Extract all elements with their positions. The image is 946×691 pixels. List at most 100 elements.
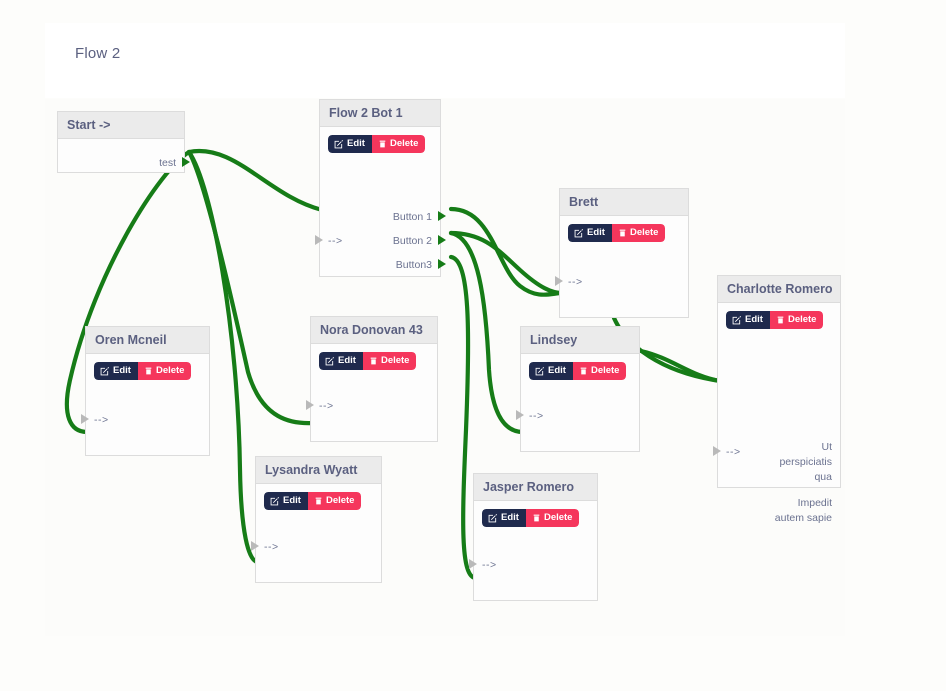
- input-port-oren[interactable]: -->: [94, 414, 109, 426]
- edit-button-label: Edit: [548, 365, 566, 377]
- trash-icon: [314, 496, 323, 506]
- output-port-flow2bot1-1[interactable]: Button 2: [392, 235, 432, 247]
- output-port-flow2bot1-0[interactable]: Button 1: [392, 211, 432, 223]
- node-title-charlotte: Charlotte Romero: [718, 276, 840, 303]
- output-port-flow2bot1-2[interactable]: Button3: [395, 259, 432, 271]
- delete-button-flow2bot1[interactable]: Delete: [371, 135, 426, 153]
- delete-button-label: Delete: [155, 365, 185, 377]
- edit-button-lysandra[interactable]: Edit: [264, 492, 308, 510]
- pencil-square-icon: [574, 228, 584, 238]
- edit-button-label: Edit: [745, 314, 763, 326]
- page-title: Flow 2: [75, 45, 121, 62]
- node-body-brett: Edit Delete -->: [560, 216, 688, 318]
- pencil-square-icon: [270, 496, 280, 506]
- node-flow2bot1[interactable]: Flow 2 Bot 1 Edit Delete --> Button 1 Button …: [319, 99, 441, 277]
- output-arrow-flow2bot1-2: [438, 259, 446, 269]
- edit-button-nora[interactable]: Edit: [319, 352, 363, 370]
- node-title-start: Start ->: [58, 112, 184, 139]
- pencil-square-icon: [334, 139, 344, 149]
- input-arrow-oren: [81, 414, 89, 424]
- node-actions-brett: Edit Delete: [568, 224, 666, 242]
- edit-button-brett[interactable]: Edit: [568, 224, 612, 242]
- output-arrow-start-0: [182, 157, 190, 167]
- trash-icon: [776, 315, 785, 325]
- node-actions-jasper: Edit Delete: [482, 509, 580, 527]
- edit-button-jasper[interactable]: Edit: [482, 509, 526, 527]
- node-title-flow2bot1: Flow 2 Bot 1: [320, 100, 440, 127]
- node-actions-lindsey: Edit Delete: [529, 362, 627, 380]
- node-body-lysandra: Edit Delete -->: [256, 484, 381, 583]
- edit-button-label: Edit: [113, 365, 131, 377]
- delete-button-label: Delete: [325, 495, 355, 507]
- node-body-oren: Edit Delete -->: [86, 354, 209, 456]
- input-port-lindsey[interactable]: -->: [529, 410, 544, 422]
- edit-button-charlotte[interactable]: Edit: [726, 311, 770, 329]
- node-actions-oren: Edit Delete: [94, 362, 192, 380]
- node-actions-flow2bot1: Edit Delete: [328, 135, 426, 153]
- pencil-square-icon: [100, 366, 110, 376]
- delete-button-label: Delete: [629, 227, 659, 239]
- node-title-brett: Brett: [560, 189, 688, 216]
- input-port-charlotte[interactable]: -->: [726, 446, 741, 458]
- trash-icon: [144, 366, 153, 376]
- delete-button-label: Delete: [787, 314, 817, 326]
- input-arrow-brett: [555, 276, 563, 286]
- edit-button-lindsey[interactable]: Edit: [529, 362, 573, 380]
- delete-button-charlotte[interactable]: Delete: [769, 311, 824, 329]
- pencil-square-icon: [488, 513, 498, 523]
- node-body-start: test: [58, 139, 184, 173]
- node-title-oren: Oren Mcneil: [86, 327, 209, 354]
- input-port-jasper[interactable]: -->: [482, 559, 497, 571]
- input-arrow-flow2bot1: [315, 235, 323, 245]
- output-arrow-flow2bot1-1: [438, 235, 446, 245]
- trash-icon: [579, 366, 588, 376]
- node-body-lindsey: Edit Delete -->: [521, 354, 639, 452]
- edit-button-oren[interactable]: Edit: [94, 362, 138, 380]
- node-body-jasper: Edit Delete -->: [474, 501, 597, 601]
- input-port-nora[interactable]: -->: [319, 400, 334, 412]
- input-arrow-jasper: [469, 559, 477, 569]
- delete-button-label: Delete: [590, 365, 620, 377]
- delete-button-lysandra[interactable]: Delete: [307, 492, 362, 510]
- node-text-charlotte-0: Ut perspiciatis qua: [779, 441, 832, 483]
- input-port-brett[interactable]: -->: [568, 276, 583, 288]
- edit-button-label: Edit: [283, 495, 301, 507]
- delete-button-oren[interactable]: Delete: [137, 362, 192, 380]
- edit-button-flow2bot1[interactable]: Edit: [328, 135, 372, 153]
- input-arrow-lysandra: [251, 541, 259, 551]
- trash-icon: [369, 356, 378, 366]
- input-arrow-nora: [306, 400, 314, 410]
- flow-header-card: Flow 2: [45, 23, 845, 98]
- pencil-square-icon: [535, 366, 545, 376]
- trash-icon: [378, 139, 387, 149]
- edit-button-label: Edit: [347, 138, 365, 150]
- input-port-flow2bot1[interactable]: -->: [328, 235, 343, 247]
- edit-button-label: Edit: [338, 355, 356, 367]
- trash-icon: [532, 513, 541, 523]
- delete-button-brett[interactable]: Delete: [611, 224, 666, 242]
- node-start[interactable]: Start -> test: [57, 111, 185, 173]
- delete-button-lindsey[interactable]: Delete: [572, 362, 627, 380]
- pencil-square-icon: [325, 356, 335, 366]
- edit-button-label: Edit: [501, 512, 519, 524]
- output-port-start-0[interactable]: test: [159, 157, 176, 169]
- input-arrow-charlotte: [713, 446, 721, 456]
- delete-button-label: Delete: [380, 355, 410, 367]
- node-body-nora: Edit Delete -->: [311, 344, 437, 442]
- edit-button-label: Edit: [587, 227, 605, 239]
- delete-button-label: Delete: [389, 138, 419, 150]
- delete-button-label: Delete: [543, 512, 573, 524]
- node-actions-lysandra: Edit Delete: [264, 492, 362, 510]
- input-port-lysandra[interactable]: -->: [264, 541, 279, 553]
- delete-button-nora[interactable]: Delete: [362, 352, 417, 370]
- delete-button-jasper[interactable]: Delete: [525, 509, 580, 527]
- trash-icon: [618, 228, 627, 238]
- node-title-jasper: Jasper Romero: [474, 474, 597, 501]
